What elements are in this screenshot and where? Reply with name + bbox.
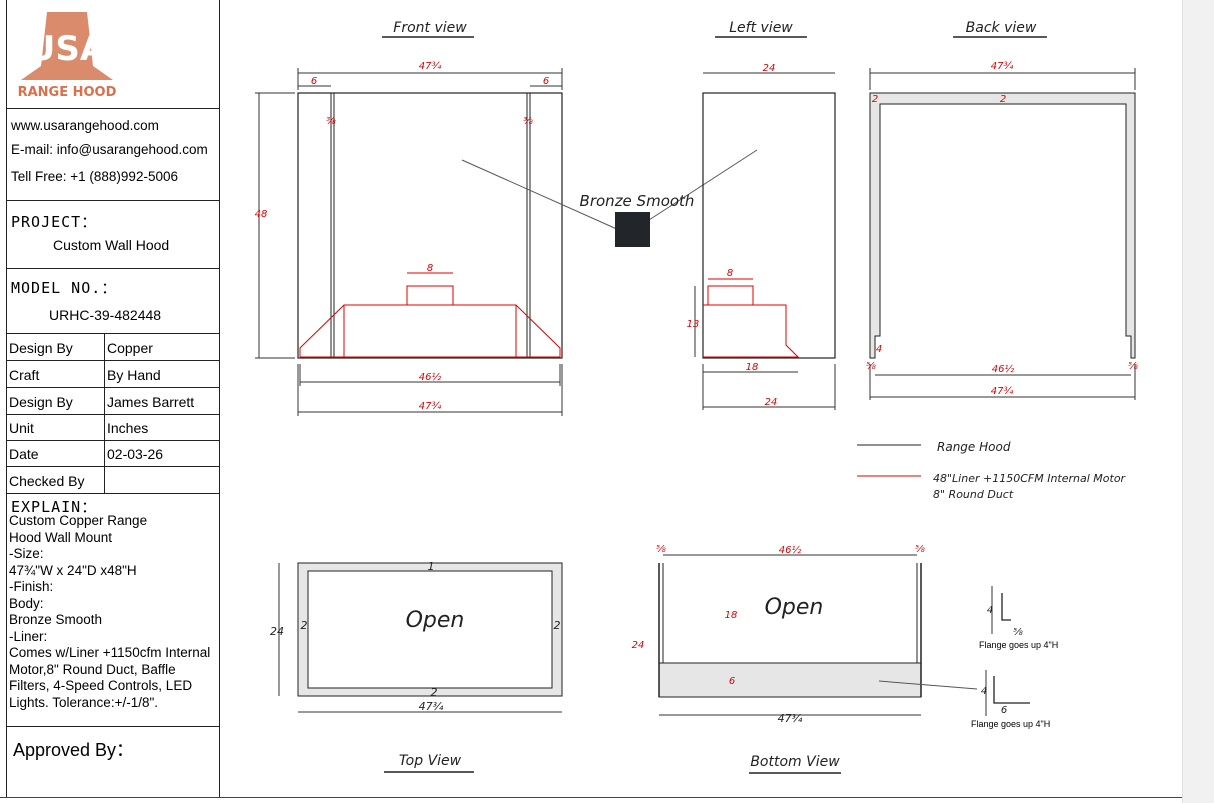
- email-text: E-mail: info@usarangehood.com: [11, 142, 208, 157]
- flange-back-width-dim: 6: [1001, 705, 1007, 716]
- drawing-sheet: USA RANGE HOOD www.usarangehood.com E-ma…: [0, 0, 1182, 798]
- logo-subtext: RANGE HOOD: [18, 85, 117, 100]
- top-front-wall-dim: 1: [428, 560, 435, 573]
- left-view: Left view 8 13 24 18 24: [687, 20, 836, 410]
- bottom-liner-depth-dim: 18: [725, 610, 738, 621]
- left-liner-height-dim: 13: [687, 319, 700, 330]
- flange-side-height-dim: 4: [987, 605, 993, 616]
- top-right-wall-dim: 2: [554, 619, 561, 632]
- phone-text: Tell Free: +1 (888)992-5006: [11, 169, 178, 184]
- title-block: USA RANGE HOOD www.usarangehood.com E-ma…: [6, 0, 220, 797]
- project-value: Custom Wall Hood: [53, 237, 170, 253]
- approved-by-label: Approved By：: [13, 740, 135, 760]
- bottom-depth-dim: 24: [632, 640, 645, 651]
- scrollbar-track[interactable]: [1182, 0, 1214, 803]
- flange-side-note: Flange goes up 4"H: [979, 640, 1058, 650]
- left-view-title: Left view: [729, 20, 793, 36]
- flange-side-width-dim: ⅝: [1013, 627, 1023, 638]
- front-liner-width-dim: 46½: [419, 371, 442, 383]
- back-left-gap-dim: ⅝: [866, 361, 876, 372]
- legend-liner-text-2: 8" Round Duct: [933, 488, 1014, 501]
- back-bottom-width-dim: 47¾: [991, 386, 1014, 397]
- finish-swatch: [615, 212, 650, 247]
- legend-hood-text: Range Hood: [937, 440, 1011, 454]
- model-title: MODEL NO.：: [11, 279, 118, 297]
- back-inner-width-dim: 46½: [992, 363, 1015, 375]
- front-left-side-dim: 6: [311, 76, 317, 87]
- usa-range-hood-logo: USA RANGE HOOD: [18, 12, 117, 100]
- back-top-dim: 2: [1000, 94, 1006, 105]
- left-depth-dim: 24: [763, 63, 776, 74]
- left-liner-collar-dim: 8: [727, 268, 733, 279]
- divider: [7, 268, 219, 269]
- bottom-view-title: Bottom View: [750, 754, 840, 770]
- project-title: PROJECT：: [11, 213, 98, 231]
- front-left-gap-dim: ⅜: [326, 116, 336, 127]
- back-right-gap-dim: ⅝: [1128, 361, 1138, 372]
- top-left-wall-dim: 2: [301, 619, 308, 632]
- legend-liner-text-1: 48"Liner +1150CFM Internal Motor: [933, 472, 1127, 485]
- legend: Range Hood 48"Liner +1150CFM Internal Mo…: [857, 440, 1127, 501]
- flange-detail-back: 4 6 Flange goes up 4"H: [971, 670, 1050, 729]
- website-text: www.usarangehood.com: [11, 118, 159, 133]
- explain-text: Custom Copper Range Hood Wall Mount -Siz…: [9, 513, 211, 710]
- back-view-title: Back view: [966, 20, 1037, 36]
- front-right-side-dim: 6: [543, 76, 549, 87]
- top-view-title: Top View: [399, 753, 462, 769]
- divider: [7, 200, 219, 201]
- front-right-gap-dim: ⅜: [523, 116, 533, 127]
- top-depth-dim: 24: [270, 625, 284, 638]
- logo-text: USA: [28, 29, 107, 69]
- flange-detail-side: 4 ⅝ Flange goes up 4"H: [979, 586, 1058, 650]
- flange-back-height-dim: 4: [981, 686, 987, 697]
- front-view-title: Front view: [393, 20, 467, 36]
- bottom-open-label: Open: [765, 595, 824, 620]
- explain-title: EXPLAIN：: [11, 498, 98, 516]
- left-liner-depth-dim: 18: [746, 362, 759, 373]
- bottom-right-gap-dim: ⅝: [915, 544, 925, 555]
- bottom-width-dim: 47¾: [778, 712, 803, 725]
- top-width-dim: 47¾: [419, 700, 444, 713]
- front-height-dim: 48: [255, 209, 268, 220]
- divider: [7, 108, 219, 109]
- model-value: URHC-39-482448: [49, 307, 162, 323]
- back-wall-dim: 2: [872, 94, 878, 105]
- bottom-inner-width-dim: 46½: [779, 544, 802, 556]
- bottom-view: Open ⅝ ⅝ 46½ 18 24 6 47¾ Bottom View: [632, 544, 978, 774]
- front-width-dim: 47¾: [419, 61, 442, 72]
- finish-callout: Bronze Smooth: [461, 149, 758, 247]
- bottom-left-gap-dim: ⅝: [656, 544, 666, 555]
- finish-label: Bronze Smooth: [580, 192, 695, 210]
- front-bottom-width-dim: 47¾: [419, 401, 442, 412]
- top-view: Open 1 2 2 2 24 47¾ Top View: [270, 560, 563, 773]
- top-open-label: Open: [406, 608, 465, 633]
- back-left-flange-dim: 4: [876, 344, 882, 355]
- bottom-back-depth-dim: 6: [729, 676, 735, 687]
- back-width-dim: 47¾: [991, 61, 1014, 72]
- divider: [7, 726, 219, 727]
- front-view: Front view 8 47¾ 6 6 ⅜ ⅜ 48: [255, 20, 563, 416]
- technical-drawing: Front view 8 47¾ 6 6 ⅜ ⅜ 48: [255, 20, 1138, 774]
- front-liner-collar-dim: 8: [427, 263, 433, 274]
- divider: [7, 333, 219, 334]
- top-back-wall-dim: 2: [431, 686, 438, 699]
- left-bottom-depth-dim: 24: [765, 397, 778, 408]
- back-view: Back view 2 2 47¾ 4 ⅝ ⅝ 46½ 47¾: [866, 20, 1138, 400]
- flange-back-note: Flange goes up 4"H: [971, 719, 1050, 729]
- spec-row-checked-by: Checked By: [7, 467, 219, 494]
